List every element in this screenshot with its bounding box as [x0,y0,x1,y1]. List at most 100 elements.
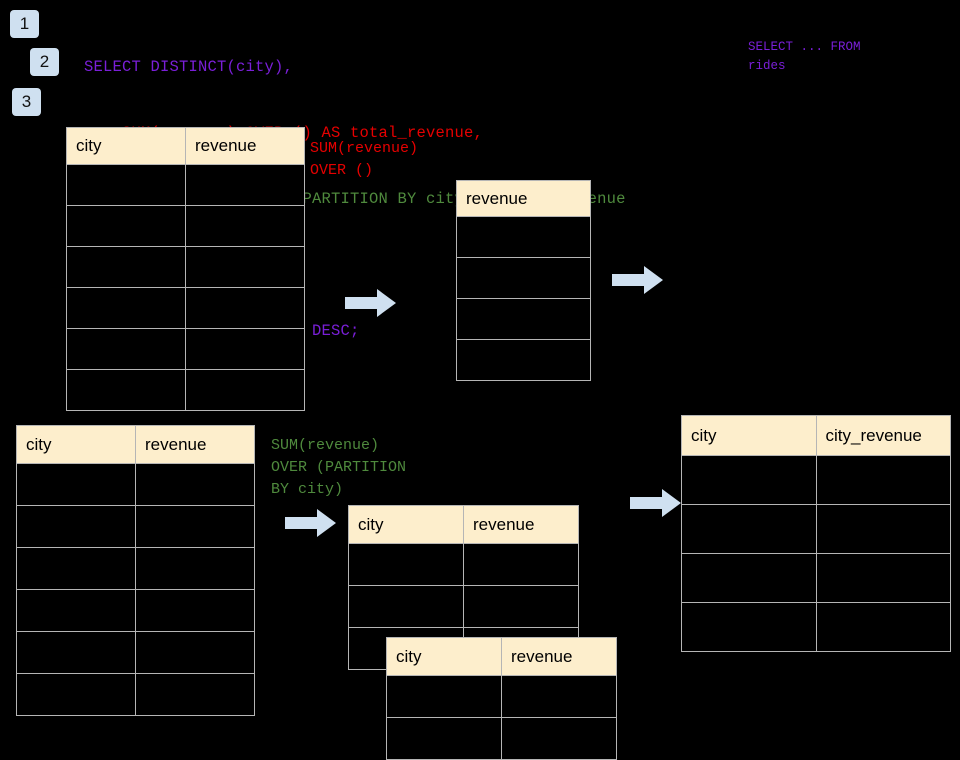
annotation-sum-over-empty: SUM(revenue) OVER () [310,140,419,179]
table-row [348,543,579,586]
table-row [16,673,255,716]
sql-line-select: SELECT DISTINCT(city), [84,58,294,76]
table-row [66,164,305,206]
table-header-row: city revenue [348,505,579,544]
table-row [348,585,579,628]
annotation-sum-over-partition: SUM(revenue) OVER (PARTITION BY city) [271,437,407,498]
side-note-select-from: SELECT ... FROM rides [748,40,861,73]
cell-revenue [456,257,591,299]
table-header-row: city revenue [386,637,617,676]
cell-revenue [456,216,591,258]
partition-table-back: city revenue [348,505,579,670]
cell-city [66,246,186,288]
table-row [16,463,255,506]
cell-revenue [135,673,255,716]
cell-revenue [463,543,579,586]
cell-revenue [135,631,255,674]
table-row [16,589,255,632]
column-header-city-revenue: city_revenue [815,415,951,456]
table-row [16,505,255,548]
total-revenue-table: revenue [456,180,591,381]
partition-table-front: city revenue [386,637,617,760]
table-row [16,547,255,590]
column-header-city: city [348,505,464,544]
cell-revenue [135,547,255,590]
cell-city [681,553,817,603]
table-row [456,298,591,340]
cell-revenue [463,585,579,628]
table-header-row: city revenue [16,425,255,464]
cell-revenue [185,164,305,206]
table-row [456,339,591,381]
cell-revenue [185,287,305,329]
cell-city [66,164,186,206]
arrow-right-icon [345,289,396,317]
cell-revenue [185,246,305,288]
cell-city [386,675,502,718]
cell-city [16,631,136,674]
cell-city [66,328,186,370]
cell-city [681,602,817,652]
cell-city [16,547,136,590]
cell-city [348,543,464,586]
table-row [386,717,617,760]
arrow-right-icon [612,266,663,294]
column-header-revenue: revenue [501,637,617,676]
step-badge-1: 1 [10,10,39,38]
column-header-city: city [16,425,136,464]
table-row [16,631,255,674]
table-row [456,257,591,299]
column-header-revenue: revenue [135,425,255,464]
cell-city [386,717,502,760]
table-header-row: city city_revenue [681,415,951,456]
cell-city [348,585,464,628]
column-header-revenue: revenue [456,180,591,217]
cell-city-revenue [815,455,951,505]
table-row [386,675,617,718]
arrow-right-icon [630,489,681,517]
cell-revenue [185,205,305,247]
cell-revenue [501,675,617,718]
table-row [66,328,305,370]
column-header-city: city [681,415,817,456]
cell-city [66,287,186,329]
table-row [66,246,305,288]
arrow-right-icon [285,509,336,537]
cell-city [16,673,136,716]
column-header-city: city [386,637,502,676]
cell-revenue [135,463,255,506]
table-row [66,287,305,329]
cell-city-revenue [815,553,951,603]
cell-city [681,504,817,554]
result-table: city city_revenue [681,415,951,652]
cell-city [16,589,136,632]
cell-revenue [135,589,255,632]
column-header-revenue: revenue [463,505,579,544]
table-row [456,216,591,258]
column-header-revenue: revenue [185,127,305,165]
rides-table-bottom: city revenue [16,425,255,716]
cell-city [16,505,136,548]
table-row [66,205,305,247]
cell-city [681,455,817,505]
cell-revenue [185,328,305,370]
cell-city [66,369,186,411]
rides-table-top: city revenue [66,127,305,411]
cell-revenue [501,717,617,760]
column-header-city: city [66,127,186,165]
table-header-row: city revenue [66,127,305,165]
cell-revenue [185,369,305,411]
table-row [681,602,951,652]
table-row [681,504,951,554]
cell-city-revenue [815,602,951,652]
step-badge-2: 2 [30,48,59,76]
cell-city [66,205,186,247]
table-row [681,455,951,505]
cell-revenue [456,298,591,340]
step-badge-3: 3 [12,88,41,116]
table-row [66,369,305,411]
table-header-row: revenue [456,180,591,217]
cell-city [16,463,136,506]
cell-city-revenue [815,504,951,554]
cell-revenue [456,339,591,381]
